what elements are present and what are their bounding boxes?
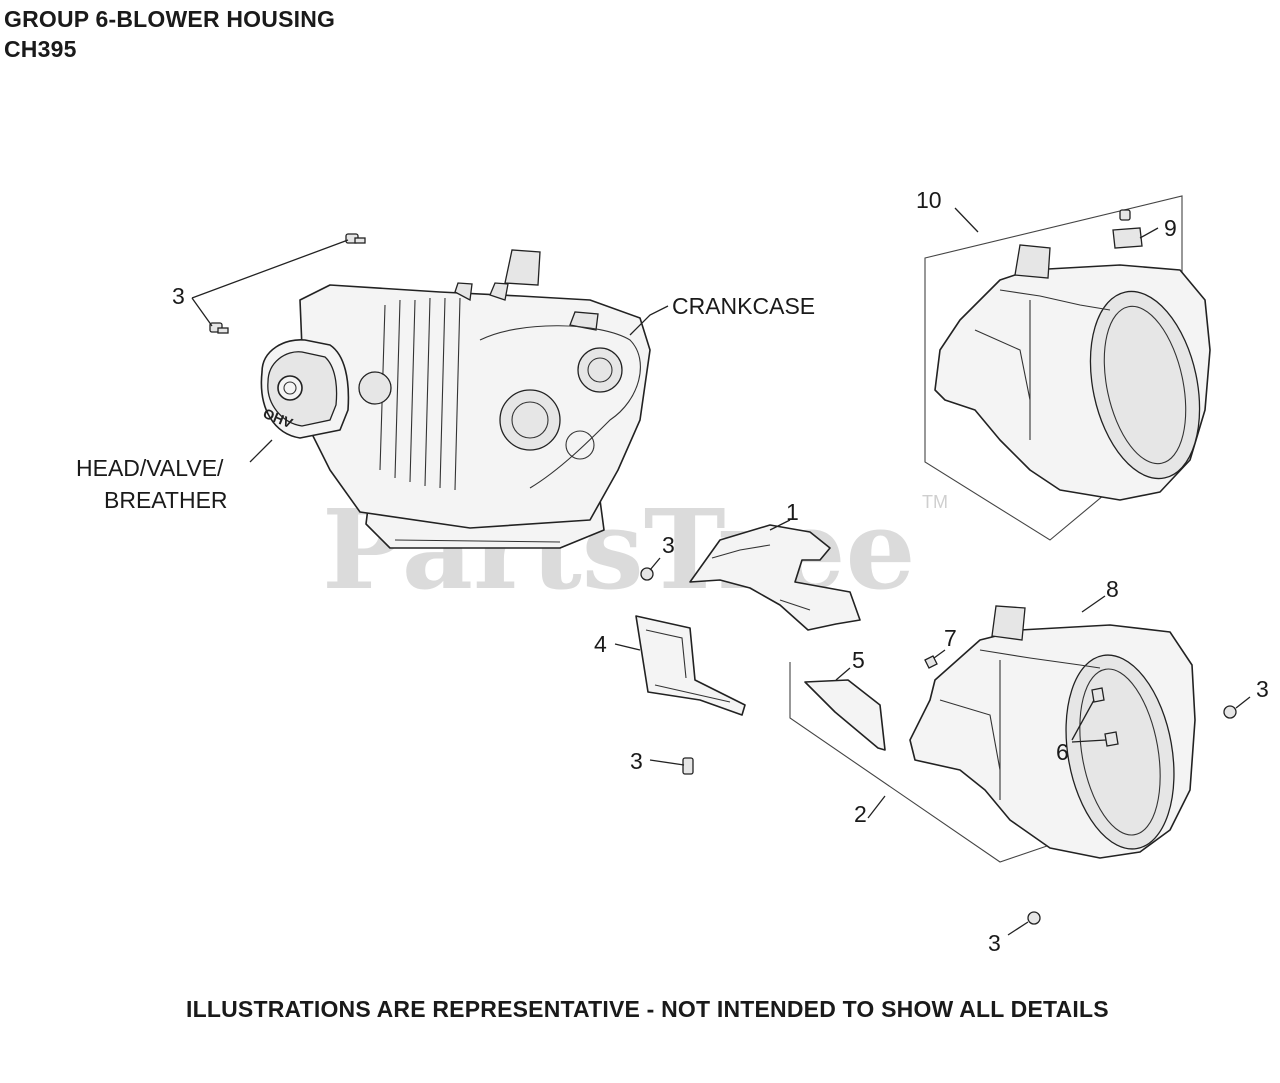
head-valve-label-line1: HEAD/VALVE/ <box>76 455 224 481</box>
callout-3-topleft-leader <box>191 239 349 327</box>
callout-3-right: 3 <box>1256 676 1269 702</box>
callout-8-leader <box>1081 595 1106 613</box>
callout-8: 8 <box>1106 576 1119 602</box>
screw-3-top-left[interactable] <box>209 233 366 334</box>
callout-3-bottom: 3 <box>988 930 1001 956</box>
callout-4: 4 <box>594 631 607 657</box>
disclaimer-footer: ILLUSTRATIONS ARE REPRESENTATIVE - NOT I… <box>186 996 1109 1022</box>
screw-3-bottom[interactable] <box>1027 911 1041 925</box>
callout-3-lower-leader <box>649 759 685 766</box>
callout-3-bottom-leader <box>1007 921 1029 936</box>
callout-5-leader <box>835 667 851 681</box>
callout-3-topleft: 3 <box>172 283 185 309</box>
screw-3-lower[interactable] <box>682 757 694 775</box>
callout-2-leader <box>867 795 886 819</box>
clip-6[interactable] <box>1091 687 1119 747</box>
callout-1-leader <box>769 519 791 531</box>
crankcase-label: CRANKCASE <box>672 293 815 319</box>
crankcase-leader <box>629 305 669 336</box>
callout-9-leader <box>1139 227 1159 239</box>
callout-3-right-leader <box>1235 696 1251 709</box>
head-valve-label-line2: BREATHER <box>104 487 228 513</box>
blower-housing-assembly-10[interactable] <box>934 244 1216 501</box>
callout-3-lower: 3 <box>630 748 643 774</box>
callout-10-leader <box>954 207 979 233</box>
diagram-title: GROUP 6-BLOWER HOUSING <box>4 6 336 32</box>
baffle-4[interactable] <box>635 615 746 716</box>
callout-3-middle: 3 <box>662 532 675 558</box>
callout-1: 1 <box>786 499 799 525</box>
callout-4-leader <box>614 643 641 651</box>
blower-housing-8[interactable] <box>909 605 1196 859</box>
callout-3-middle-leader <box>649 557 661 571</box>
fastener-7[interactable] <box>924 655 938 669</box>
watermark-trademark: TM <box>922 492 948 512</box>
callout-6-leader <box>1071 699 1107 743</box>
head-valve-leader <box>249 439 273 463</box>
callout-7-leader <box>933 649 946 659</box>
callout-2: 2 <box>854 801 867 827</box>
engine-assembly[interactable]: OHV <box>260 249 651 549</box>
callout-9: 9 <box>1164 215 1177 241</box>
callout-10: 10 <box>916 187 942 213</box>
shroud-1[interactable] <box>689 524 861 631</box>
screw-3-right[interactable] <box>1223 705 1237 719</box>
callout-7: 7 <box>944 625 957 651</box>
model-number: CH395 <box>4 36 77 62</box>
callout-6: 6 <box>1056 739 1069 765</box>
clip-9[interactable] <box>1112 209 1143 249</box>
baffle-5[interactable] <box>804 679 886 751</box>
screw-3-middle[interactable] <box>640 567 654 581</box>
callout-5: 5 <box>852 647 865 673</box>
